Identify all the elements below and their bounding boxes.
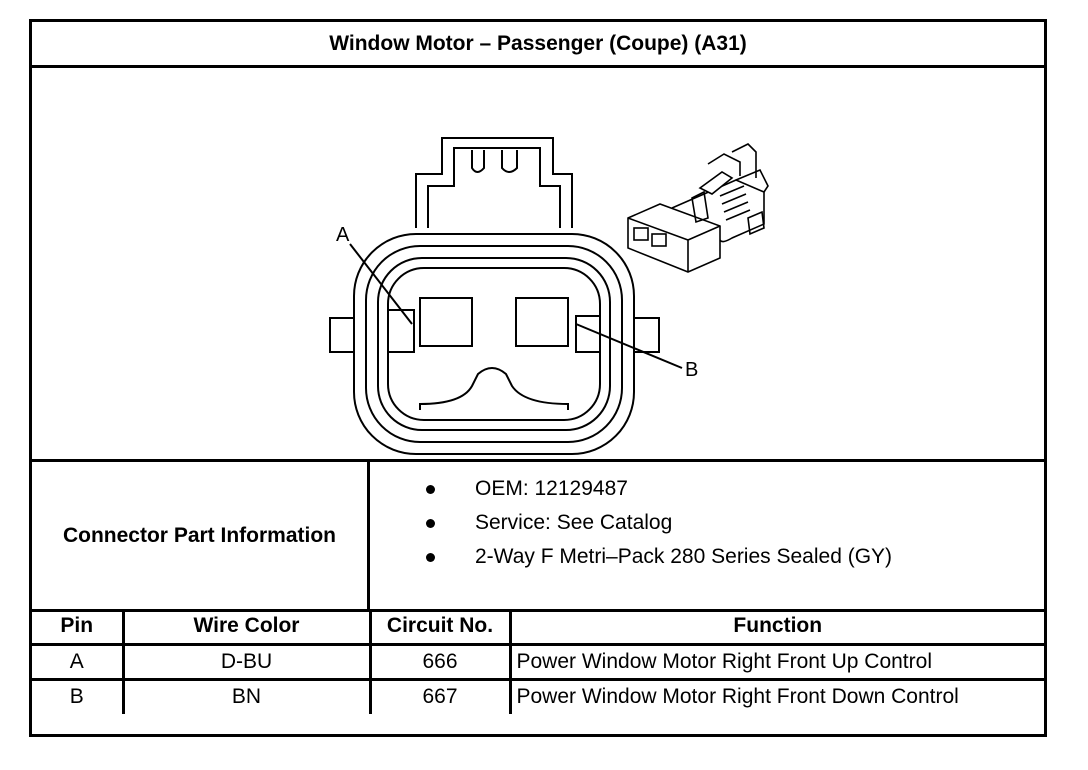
part-info-oem: OEM: 12129487 xyxy=(475,477,628,500)
bullet-icon xyxy=(426,518,435,528)
bullet-icon xyxy=(426,552,435,562)
bullet-icon xyxy=(426,484,435,494)
connector-part-info-row: Connector Part Information OEM: 12129487… xyxy=(32,459,1044,612)
cell-pin: B xyxy=(32,677,125,714)
pin-table-header: Pin Wire Color Circuit No. Function xyxy=(32,609,1044,646)
header-function: Function xyxy=(508,609,1044,646)
connector-latch xyxy=(415,137,573,228)
connector-key xyxy=(419,367,569,410)
list-item: 2-Way F Metri–Pack 280 Series Sealed (GY… xyxy=(426,540,1044,574)
pin-a-cavity xyxy=(419,297,473,347)
connector-isometric-view xyxy=(627,143,769,273)
cell-pin: A xyxy=(32,642,125,681)
connector-diagram: A B xyxy=(32,68,1044,462)
connector-part-info-label: Connector Part Information xyxy=(32,462,370,609)
pin-table: Pin Wire Color Circuit No. Function A D-… xyxy=(32,609,1044,714)
connector-body xyxy=(353,233,635,455)
table-row: A D-BU 666 Power Window Motor Right Fron… xyxy=(32,642,1044,681)
pin-b-label: B xyxy=(685,359,698,381)
part-info-service: Service: See Catalog xyxy=(475,511,673,534)
pin-a-leader xyxy=(349,243,413,325)
list-item: OEM: 12129487 xyxy=(426,472,1044,506)
cell-circuit: 666 xyxy=(368,642,512,681)
connector-face-drawing: A B xyxy=(329,137,769,455)
header-circuit: Circuit No. xyxy=(368,609,512,646)
cell-function: Power Window Motor Right Front Down Cont… xyxy=(508,677,1044,714)
header-wire-color: Wire Color xyxy=(121,609,372,646)
pin-a-label: A xyxy=(336,224,350,246)
connector-part-info-list: OEM: 12129487 Service: See Catalog 2-Way… xyxy=(370,462,1044,609)
cell-wire-color: BN xyxy=(121,677,372,714)
cell-function: Power Window Motor Right Front Up Contro… xyxy=(508,642,1044,681)
pin-b-leader xyxy=(575,323,683,369)
connector-title: Window Motor – Passenger (Coupe) (A31) xyxy=(32,22,1044,68)
cell-circuit: 667 xyxy=(368,677,512,714)
cell-wire-color: D-BU xyxy=(121,642,372,681)
connector-frame: Window Motor – Passenger (Coupe) (A31) xyxy=(29,19,1047,737)
header-pin: Pin xyxy=(32,609,125,646)
part-info-description: 2-Way F Metri–Pack 280 Series Sealed (GY… xyxy=(475,545,893,568)
table-row: B BN 667 Power Window Motor Right Front … xyxy=(32,677,1044,714)
list-item: Service: See Catalog xyxy=(426,506,1044,540)
pin-b-cavity xyxy=(515,297,569,347)
